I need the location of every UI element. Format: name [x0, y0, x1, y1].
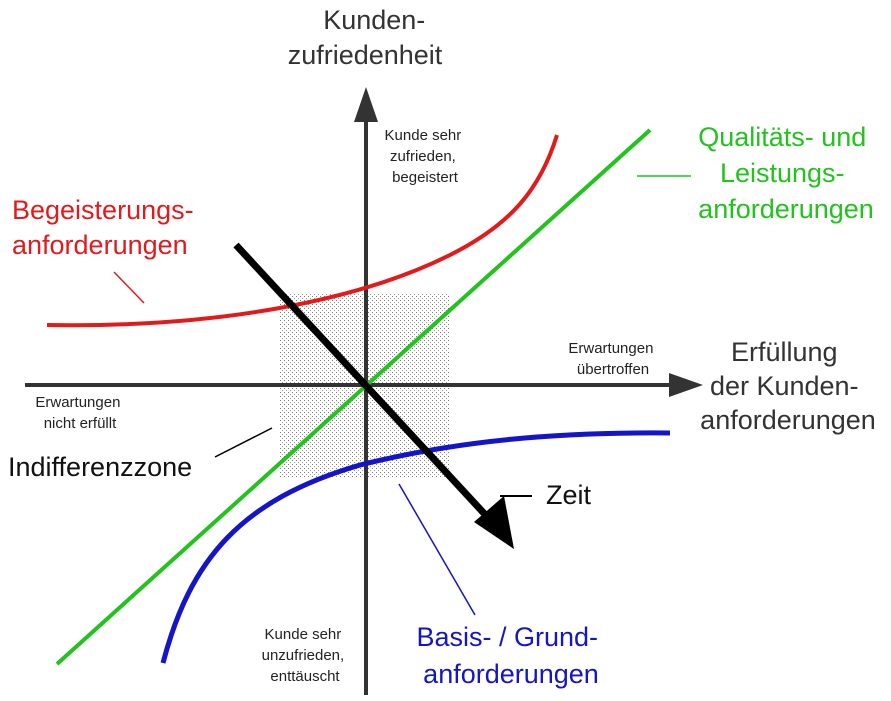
- basic-leader-line: [398, 483, 476, 616]
- x-axis-arrowhead: [669, 373, 703, 397]
- excitement-leader-line: [113, 271, 145, 304]
- x-axis-title: Erfüllung der Kunden- anforderungen: [700, 337, 876, 435]
- performance-label: Qualitäts- und Leistungs- anforderungen: [698, 122, 874, 224]
- time-label: Zeit: [546, 480, 592, 510]
- x-axis-left-note: Erwartungen nicht erfüllt: [35, 394, 124, 432]
- time-arrowhead: [474, 496, 514, 549]
- performance-line: [55, 128, 652, 666]
- y-axis-top-note: Kunde sehr zufrieden, begeistert: [385, 127, 466, 186]
- y-axis-title: Kunden- zufriedenheit: [288, 5, 443, 70]
- excitement-curve: [46, 134, 559, 328]
- basic-curve: [160, 430, 671, 664]
- basic-label: Basis- / Grund- anforderungen: [416, 622, 605, 689]
- y-axis-bottom-note: Kunde sehr unzufrieden, enttäuscht: [262, 626, 349, 685]
- indifference-zone-label: Indifferenzzone: [8, 452, 192, 482]
- indifference-leader-line: [214, 427, 273, 458]
- y-axis-arrowhead: [354, 87, 378, 122]
- time-arrow-line: [233, 242, 495, 525]
- x-axis-right-note: Erwartungen übertroffen: [568, 340, 657, 378]
- excitement-label: Begeisterungs- anforderungen: [12, 195, 201, 260]
